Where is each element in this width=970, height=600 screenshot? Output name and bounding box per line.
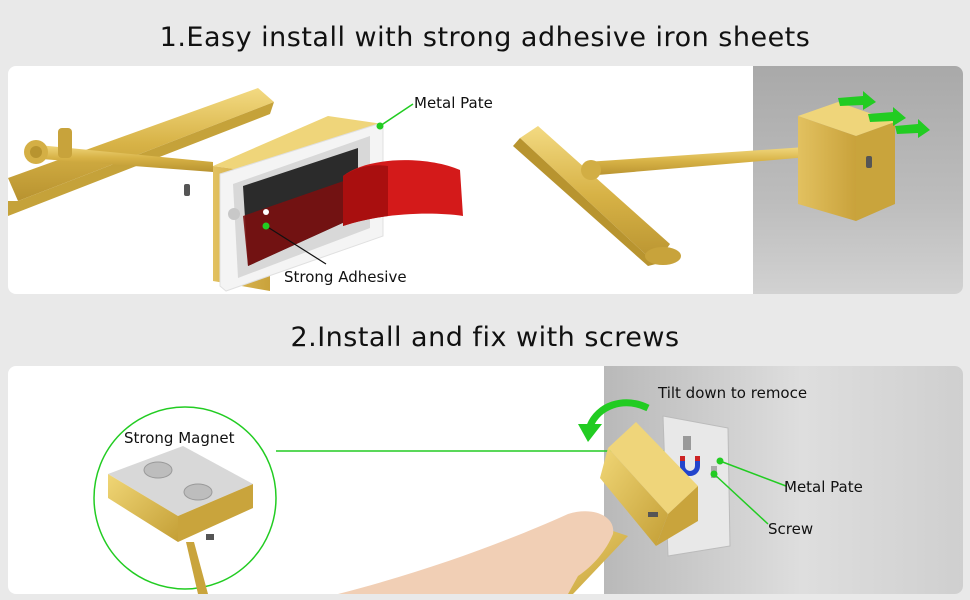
section2-title: 2.Install and fix with screws — [290, 322, 680, 353]
adhesive-strip — [343, 160, 463, 226]
label-strong-magnet: Strong Magnet — [124, 429, 235, 447]
adhesive-illustration — [8, 88, 930, 292]
panel-adhesive-install: Metal Pate Strong Adhesive — [8, 66, 963, 294]
section1-title: 1.Easy install with strong adhesive iron… — [159, 22, 811, 53]
label-strong-adhesive: Strong Adhesive — [284, 268, 407, 286]
callout-screw — [710, 470, 769, 525]
label-metal-plate-p2: Metal Pate — [784, 478, 863, 496]
callout-adhesive — [262, 222, 327, 265]
label-screw: Screw — [768, 520, 814, 538]
lamp-middle — [513, 126, 834, 266]
callout-metal-plate-p2 — [716, 457, 787, 487]
hand — [338, 511, 614, 594]
label-metal-plate-p1: Metal Pate — [414, 94, 493, 112]
wall-base — [798, 102, 895, 221]
lamp-base-box — [184, 116, 384, 292]
tilt-arrow-icon — [578, 399, 650, 442]
push-arrows-icon — [838, 91, 930, 138]
tilted-lamp-base — [600, 422, 698, 546]
label-tilt-down: Tilt down to remoce — [658, 384, 808, 402]
screw-illustration — [93, 399, 787, 594]
panel-screw-install: Strong Magnet Tilt down to remoce Metal … — [8, 366, 963, 594]
magnet-detail-circle — [93, 406, 277, 594]
magnet-icon — [680, 456, 700, 476]
lamp-arm-left — [24, 128, 213, 172]
callout-metal-plate-p1 — [376, 103, 414, 130]
